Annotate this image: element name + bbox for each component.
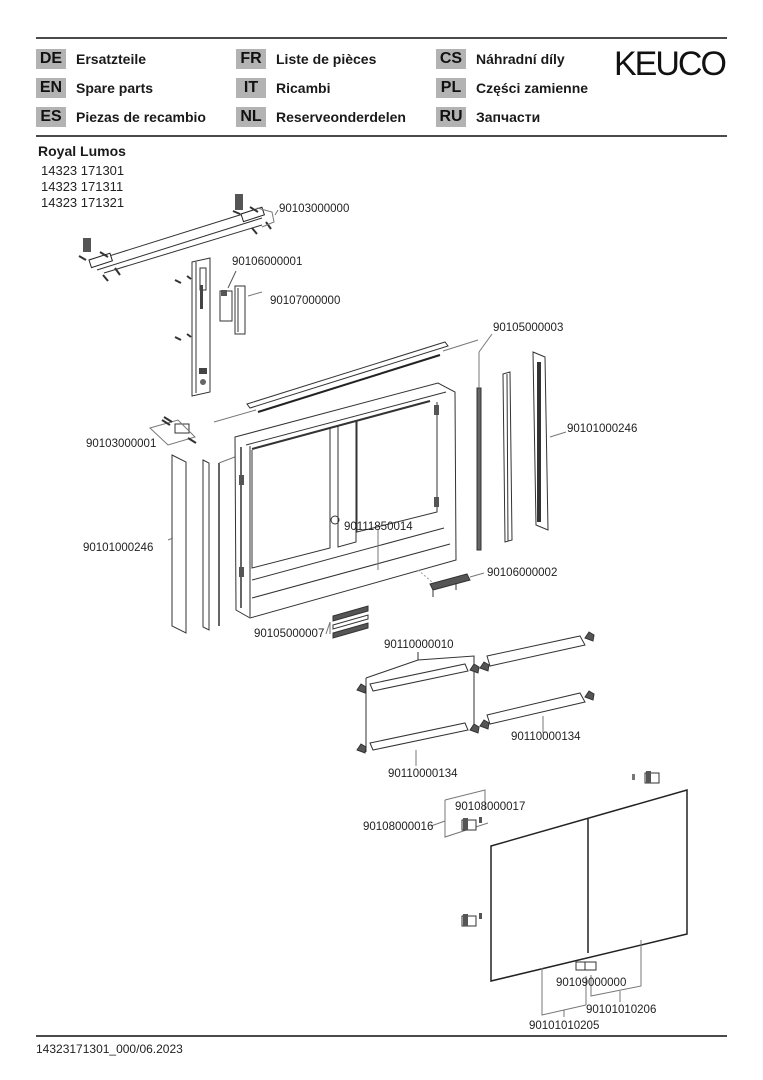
part-label-module-cover: 90107000000 bbox=[270, 295, 341, 307]
doors-drawing bbox=[490, 789, 688, 1017]
article-number: 14323 171301 bbox=[41, 163, 125, 178]
led-strip-drawing bbox=[476, 333, 493, 551]
shelf-support-icon bbox=[479, 661, 490, 672]
socket-strip-drawing bbox=[417, 569, 485, 597]
electronic-panel-drawing bbox=[174, 257, 263, 397]
part-label-led-strip: 90105000003 bbox=[493, 322, 564, 334]
lang-label: Ricambi bbox=[276, 80, 331, 96]
lang-row-nl: NL Reserveonderdelen bbox=[236, 107, 406, 127]
shelf-support-icon bbox=[356, 683, 367, 694]
part-label-side-panel-right: 90101000246 bbox=[567, 423, 638, 435]
lang-code-badge: IT bbox=[236, 78, 266, 98]
part-label-door-hinge-cap: 90108000017 bbox=[455, 801, 526, 813]
article-number: 14323 171311 bbox=[41, 179, 124, 194]
lang-code-badge: RU bbox=[436, 107, 466, 127]
shelf-support-icon bbox=[584, 631, 595, 642]
lang-label: Spare parts bbox=[76, 80, 154, 96]
part-label-door-right: 90101010206 bbox=[586, 1004, 657, 1016]
lang-label: Piezas de recambio bbox=[76, 109, 206, 125]
part-label-top-bracket: 90103000000 bbox=[279, 203, 350, 215]
lang-label: Náhradní díly bbox=[476, 51, 565, 67]
part-label-shelf-left: 90110000134 bbox=[388, 768, 458, 780]
lang-code-badge: CS bbox=[436, 49, 466, 69]
lang-label: Запчасти bbox=[476, 109, 541, 125]
hinges-drawing bbox=[430, 771, 660, 927]
part-label-bottom-profile: 90105000007 bbox=[254, 628, 325, 640]
part-label-electronic-module: 90106000001 bbox=[232, 256, 303, 268]
lang-label: Części zamienne bbox=[476, 80, 589, 96]
part-label-door-hinge: 90108000016 bbox=[363, 821, 434, 833]
lang-row-pl: PL Części zamienne bbox=[436, 78, 588, 98]
header-bottom-rule bbox=[36, 135, 727, 137]
side-bracket-drawing bbox=[149, 416, 197, 446]
shelf-support-icon bbox=[469, 723, 480, 734]
lang-row-cs: CS Náhradní díly bbox=[436, 49, 565, 69]
top-bracket-drawing bbox=[78, 194, 279, 282]
brand-logo: KEUCO bbox=[614, 45, 727, 83]
part-label-socket-strip: 90106000002 bbox=[487, 567, 558, 579]
header-top-rule bbox=[36, 37, 727, 39]
article-number: 14323 171321 bbox=[41, 195, 125, 210]
lang-code-badge: DE bbox=[36, 49, 66, 69]
part-label-shelf-right: 90110000134 bbox=[511, 731, 581, 743]
lang-code-badge: NL bbox=[236, 107, 266, 127]
part-label-shelf-supports: 90110000010 bbox=[384, 639, 454, 651]
part-label-side-panel-left: 90101000246 bbox=[83, 542, 154, 554]
lang-row-es: ES Piezas de recambio bbox=[36, 107, 206, 127]
lang-code-badge: EN bbox=[36, 78, 66, 98]
shelf-support-icon bbox=[469, 663, 480, 674]
right-side-panel-drawing bbox=[502, 351, 567, 543]
lang-row-ru: RU Запчасти bbox=[436, 107, 540, 127]
part-label-side-bracket: 90103000001 bbox=[86, 438, 157, 450]
shelf-support-icon bbox=[479, 719, 490, 730]
lang-row-en: EN Spare parts bbox=[36, 78, 153, 98]
shelves-drawing bbox=[356, 631, 595, 766]
shelf-support-icon bbox=[356, 743, 367, 754]
shelf-support-icon bbox=[584, 690, 595, 701]
left-side-panel-drawing bbox=[167, 451, 249, 634]
part-label-cabinet-body: 90111850014 bbox=[344, 521, 413, 533]
document-code: 14323171301_000/06.2023 bbox=[36, 1042, 183, 1056]
bottom-profile-drawing bbox=[325, 605, 369, 639]
lang-label: Reserveonderdelen bbox=[276, 109, 406, 125]
anchor-plug-icon bbox=[83, 238, 91, 252]
lang-code-badge: FR bbox=[236, 49, 266, 69]
top-trim-drawing bbox=[213, 339, 479, 423]
lang-row-fr: FR Liste de pièces bbox=[236, 49, 376, 69]
lang-code-badge: ES bbox=[36, 107, 66, 127]
part-label-door-left: 90101010205 bbox=[529, 1020, 600, 1032]
lang-row-de: DE Ersatzteile bbox=[36, 49, 146, 69]
lang-code-badge: PL bbox=[436, 78, 466, 98]
cabinet-body-drawing bbox=[234, 382, 457, 619]
anchor-plug-icon bbox=[235, 194, 243, 210]
lang-row-it: IT Ricambi bbox=[236, 78, 330, 98]
product-title: Royal Lumos bbox=[38, 143, 126, 159]
part-label-door-handle: 90109000000 bbox=[556, 977, 627, 989]
lang-label: Ersatzteile bbox=[76, 51, 147, 67]
lang-label: Liste de pièces bbox=[276, 51, 377, 67]
